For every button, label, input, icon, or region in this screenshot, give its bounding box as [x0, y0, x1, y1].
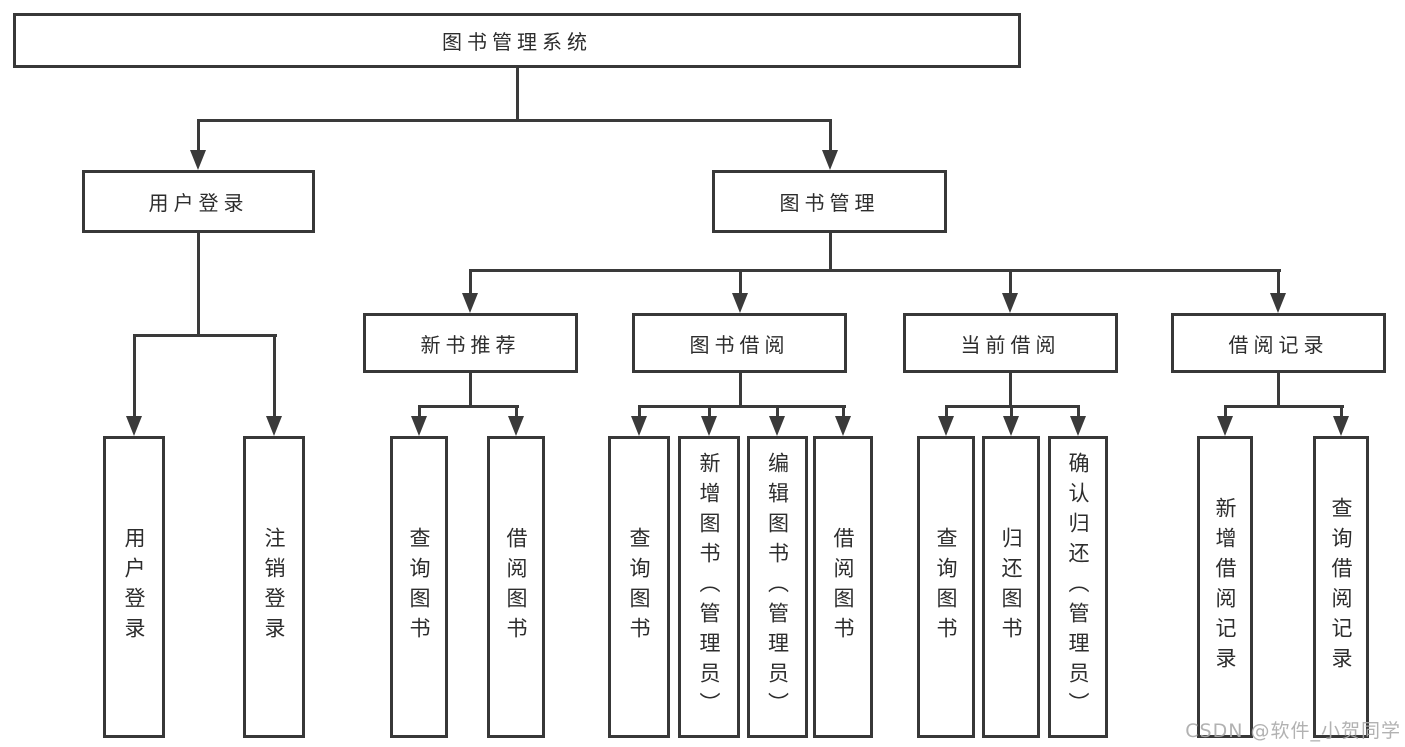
arrow-down-icon	[769, 416, 785, 436]
leaf-user-login: 用户登录	[103, 436, 165, 738]
connector-line	[1009, 269, 1012, 295]
connector-line	[469, 269, 472, 295]
arrow-down-icon	[1003, 416, 1019, 436]
connector-line	[638, 405, 641, 418]
arrow-down-icon	[1002, 293, 1018, 313]
leaf-query-books-3: 查询图书	[917, 436, 975, 738]
arrow-down-icon	[822, 150, 838, 170]
arrow-down-icon	[126, 416, 142, 436]
leaf-edit-book-admin: 编辑图书（管理员）	[747, 436, 808, 738]
arrow-down-icon	[835, 416, 851, 436]
arrow-down-icon	[190, 150, 206, 170]
connector-line	[469, 269, 1281, 272]
node-current-borrowing: 当前借阅	[903, 313, 1118, 373]
connector-line	[515, 405, 518, 418]
arrow-down-icon	[1070, 416, 1086, 436]
connector-line	[1277, 373, 1280, 407]
connector-line	[945, 405, 948, 418]
arrow-down-icon	[938, 416, 954, 436]
connector-line	[1224, 405, 1344, 408]
connector-line	[197, 119, 200, 152]
node-book-management: 图书管理	[712, 170, 947, 233]
connector-line	[1077, 405, 1080, 418]
connector-line	[842, 405, 845, 418]
connector-line	[1340, 405, 1343, 418]
arrow-down-icon	[1217, 416, 1233, 436]
arrow-down-icon	[732, 293, 748, 313]
connector-line	[418, 405, 519, 408]
connector-line	[133, 334, 136, 418]
connector-line	[1009, 373, 1012, 407]
leaf-return-books: 归还图书	[982, 436, 1040, 738]
arrow-down-icon	[462, 293, 478, 313]
connector-line	[1277, 269, 1280, 295]
node-new-book-recommendation: 新书推荐	[363, 313, 578, 373]
csdn-watermark: CSDN @软件_小贺同学	[1185, 720, 1401, 742]
connector-line	[418, 405, 421, 418]
node-user-login: 用户登录	[82, 170, 315, 233]
connector-line	[273, 334, 276, 418]
connector-line	[739, 269, 742, 295]
leaf-logout: 注销登录	[243, 436, 305, 738]
connector-line	[197, 119, 832, 122]
connector-line	[829, 119, 832, 152]
leaf-borrow-books-2: 借阅图书	[813, 436, 873, 738]
connector-line	[516, 68, 519, 122]
connector-line	[469, 373, 472, 407]
arrow-down-icon	[631, 416, 647, 436]
connector-line	[197, 233, 200, 336]
connector-line	[829, 233, 832, 271]
leaf-add-book-admin: 新增图书（管理员）	[678, 436, 740, 738]
leaf-query-books-1: 查询图书	[390, 436, 448, 738]
arrow-down-icon	[266, 416, 282, 436]
arrow-down-icon	[1270, 293, 1286, 313]
connector-line	[133, 334, 277, 337]
leaf-confirm-return-admin: 确认归还（管理员）	[1048, 436, 1108, 738]
connector-line	[776, 405, 779, 418]
connector-line	[638, 405, 846, 408]
connector-line	[708, 405, 711, 418]
node-library-system: 图书管理系统	[13, 13, 1021, 68]
arrow-down-icon	[701, 416, 717, 436]
connector-line	[739, 373, 742, 407]
connector-line	[1224, 405, 1227, 418]
arrow-down-icon	[411, 416, 427, 436]
leaf-add-borrow-record: 新增借阅记录	[1197, 436, 1253, 738]
arrow-down-icon	[1333, 416, 1349, 436]
leaf-query-books-2: 查询图书	[608, 436, 670, 738]
arrow-down-icon	[508, 416, 524, 436]
leaf-query-borrow-record: 查询借阅记录	[1313, 436, 1369, 738]
leaf-borrow-books-1: 借阅图书	[487, 436, 545, 738]
connector-line	[1010, 405, 1013, 418]
node-book-borrowing: 图书借阅	[632, 313, 847, 373]
node-borrowing-records: 借阅记录	[1171, 313, 1386, 373]
